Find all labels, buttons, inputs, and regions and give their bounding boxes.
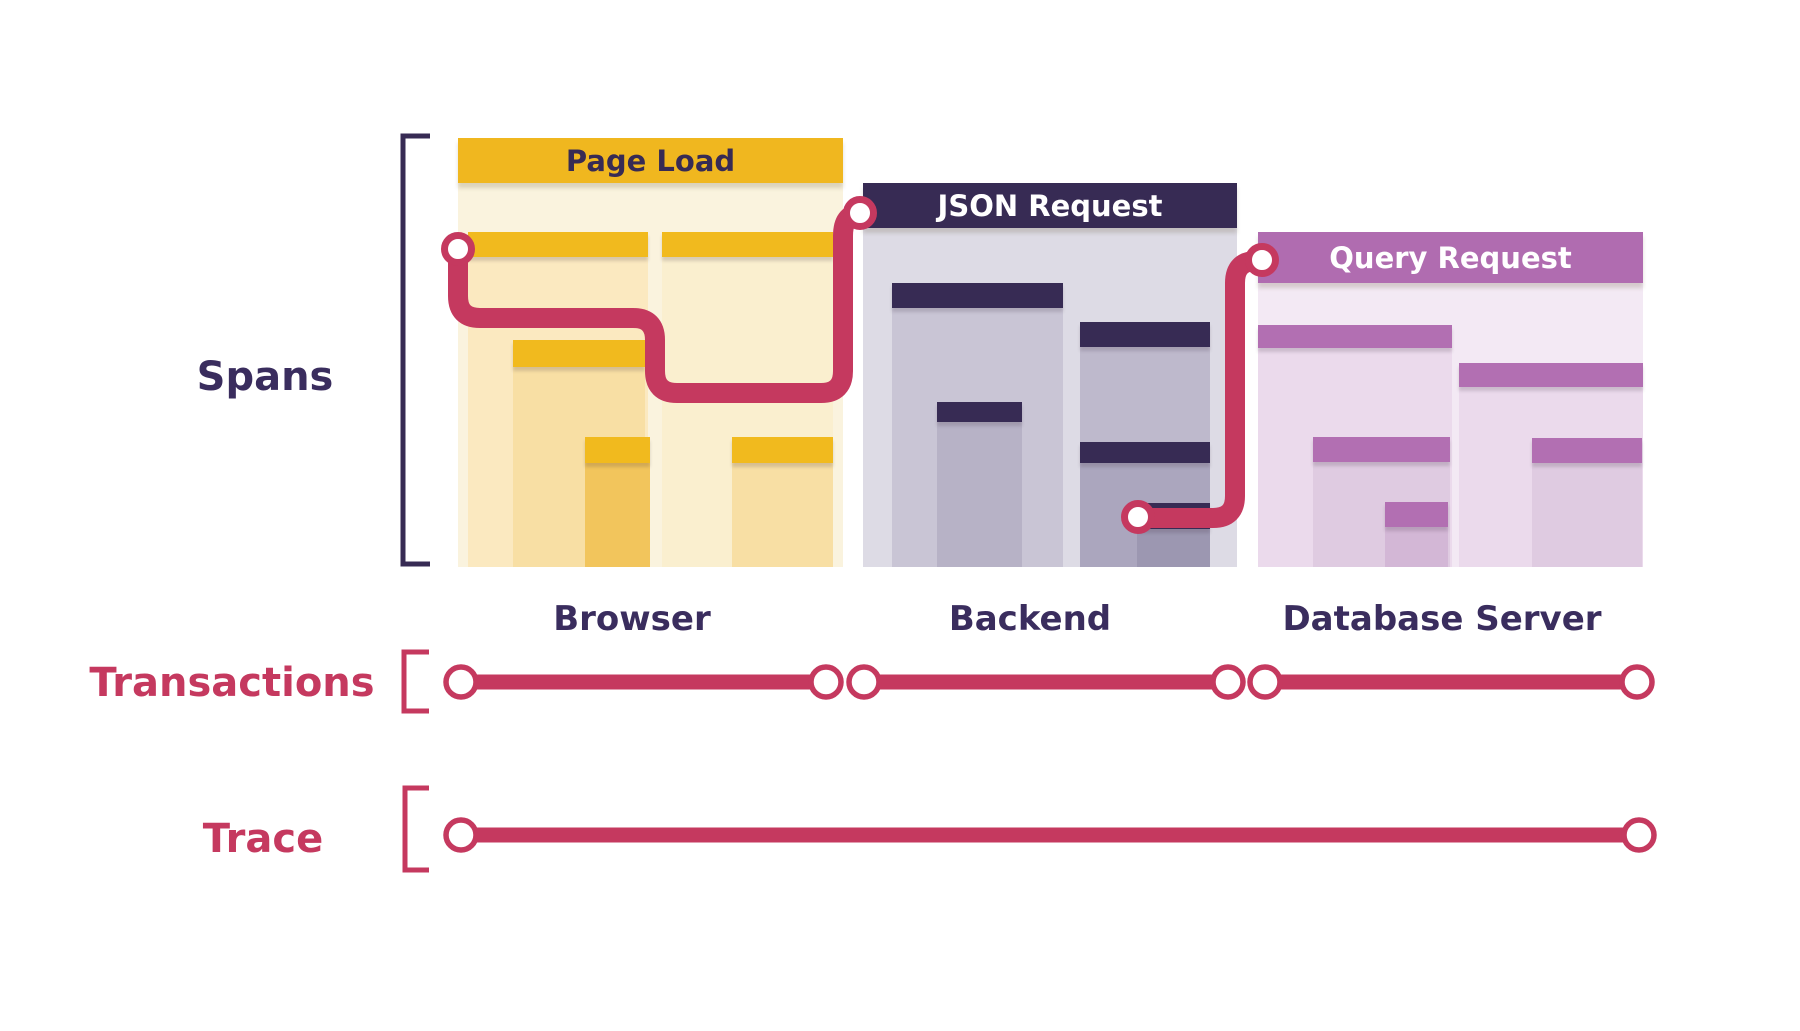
span-bar-header [1080,442,1210,463]
card-header-query-request: Query Request [1258,232,1643,283]
span-bar-header [892,283,1063,308]
span-bar [1385,502,1448,567]
span-bar-header [1385,502,1448,527]
span-bar-header [1080,322,1210,347]
span-bar-header [1459,363,1643,387]
spans-row-label: Spans [196,354,334,400]
card-header-json-request: JSON Request [863,183,1237,228]
card-title: Query Request [1329,240,1572,275]
span-bar [585,437,650,567]
trace-row-label: Trace [202,816,324,862]
card-header-page-load: Page Load [458,138,843,183]
service-label-database-server: Database Server [1282,599,1602,639]
transactions-row-label: Transactions [89,660,375,706]
transaction-endpoint [808,664,844,700]
span-bar-header [585,437,650,463]
transaction-card-page-load: Page Load [458,138,843,567]
span-bar-header [1258,325,1452,348]
span-bar [937,402,1022,567]
transaction-card-json-request: JSON Request [863,183,1237,567]
transaction-endpoint [443,664,479,700]
span-bar [1532,438,1642,567]
span-bar-header [468,232,648,257]
service-label-backend: Backend [948,599,1112,639]
transaction-endpoint [1619,664,1655,700]
span-bar-header [1532,438,1642,463]
transaction-card-query-request: Query Request [1258,232,1643,567]
trace-endpoint [1621,817,1657,853]
span-bar-header [1137,503,1210,529]
span-bar-header [732,437,833,463]
span-bar [1137,503,1210,567]
span-bar [732,437,833,567]
transaction-endpoint [1210,664,1246,700]
span-bar-header [1313,437,1450,462]
span-bar-header [937,402,1022,422]
transaction-endpoint [1247,664,1283,700]
card-title: JSON Request [937,188,1163,223]
spans-bracket [400,133,430,567]
span-bar-header [662,232,833,257]
service-label-browser: Browser [553,599,711,639]
span-bar-header [513,340,645,367]
card-title: Page Load [565,143,736,178]
transaction-endpoint [846,664,882,700]
